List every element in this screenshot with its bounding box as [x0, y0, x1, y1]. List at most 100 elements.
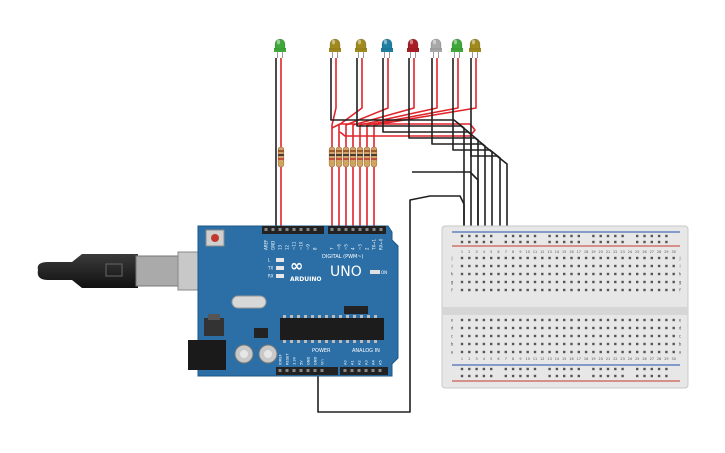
header-pin[interactable] [271, 228, 275, 231]
header-pin[interactable] [350, 369, 354, 372]
resistor[interactable] [356, 146, 364, 168]
led-7[interactable] [451, 38, 463, 58]
led-5[interactable] [407, 38, 419, 58]
wire-black[interactable] [470, 58, 508, 236]
analog-header-label: ANALOG IN [352, 348, 380, 354]
led-8[interactable] [469, 38, 481, 58]
column-number: 11 [533, 250, 537, 254]
row-letter: d [451, 326, 454, 331]
header-pin[interactable] [313, 369, 317, 372]
column-number: 29 [664, 250, 668, 254]
header-pin[interactable] [365, 228, 369, 231]
header-pin[interactable] [292, 228, 296, 231]
header-pin[interactable] [372, 228, 376, 231]
wire-black[interactable] [408, 58, 486, 236]
digital-header-right [328, 226, 386, 234]
header-pin[interactable] [379, 228, 383, 231]
header-pin[interactable] [320, 369, 324, 372]
column-number: 13 [547, 357, 551, 361]
header-pin[interactable] [313, 228, 317, 231]
board-brand: ARDUINO [290, 276, 321, 283]
wire-red[interactable] [366, 58, 459, 228]
column-number: 9 [519, 250, 521, 254]
pin-label: A5 [379, 360, 383, 365]
header-pin[interactable] [285, 369, 289, 372]
wire-black[interactable] [412, 171, 479, 236]
wire-black[interactable] [356, 58, 472, 236]
wire-black[interactable] [431, 58, 493, 236]
column-number: 20 [599, 250, 603, 254]
resistor[interactable] [370, 146, 378, 168]
header-pin[interactable] [264, 228, 268, 231]
led-4[interactable] [381, 38, 393, 58]
wire-black-ground-loop[interactable] [317, 195, 465, 413]
top-pins [264, 228, 383, 231]
column-number: 23 [620, 357, 624, 361]
header-pin[interactable] [306, 228, 310, 231]
column-number: 14 [555, 357, 559, 361]
row-letter: i [679, 264, 680, 269]
resistor[interactable] [328, 146, 336, 168]
resistor[interactable] [335, 146, 343, 168]
column-number: 7 [505, 250, 507, 254]
header-pin[interactable] [358, 228, 362, 231]
led-2[interactable] [329, 38, 341, 58]
header-pin[interactable] [351, 228, 355, 231]
pin-label: ~5 [344, 244, 349, 250]
column-number: 3 [476, 250, 478, 254]
pin-label: A3 [365, 360, 369, 365]
header-pin[interactable] [299, 228, 303, 231]
pin-label: 2 [365, 247, 370, 250]
voltage-regulator [204, 318, 224, 336]
header-pin[interactable] [344, 228, 348, 231]
wire-black[interactable] [452, 58, 501, 236]
header-pin[interactable] [299, 369, 303, 372]
column-number: 6 [497, 250, 499, 254]
resistor[interactable] [349, 146, 357, 168]
wire-red[interactable] [359, 58, 438, 228]
wires [275, 58, 508, 413]
header-pin[interactable] [292, 369, 296, 372]
header-pin[interactable] [364, 369, 368, 372]
column-number: 22 [613, 250, 617, 254]
breadboard-labels: 1122334455667788991010111112121313141415… [450, 250, 681, 361]
header-pin[interactable] [357, 369, 361, 372]
row-letter: e [679, 318, 682, 323]
bottom-pins [278, 369, 382, 372]
header-pin[interactable] [378, 369, 382, 372]
wire-black[interactable] [330, 58, 465, 236]
wire-black[interactable] [382, 58, 479, 236]
resistor[interactable] [342, 146, 350, 168]
header-pin[interactable] [278, 369, 282, 372]
led-1[interactable] [274, 38, 286, 58]
small-chip [254, 328, 268, 338]
led-6[interactable] [430, 38, 442, 58]
column-number: 3 [476, 357, 478, 361]
column-number: 24 [628, 250, 632, 254]
row-letter: b [451, 342, 454, 347]
column-number: 16 [569, 250, 573, 254]
header-pin[interactable] [306, 369, 310, 372]
header-pin[interactable] [337, 228, 341, 231]
wire-red[interactable] [331, 123, 476, 137]
pin-label: 8 [313, 247, 318, 250]
led-3[interactable] [355, 38, 367, 58]
header-pin[interactable] [343, 369, 347, 372]
header-pin[interactable] [278, 228, 282, 231]
header-pin[interactable] [371, 369, 375, 372]
pin-label: AREF [264, 239, 269, 250]
pin-label: 5V [300, 360, 304, 365]
column-number: 2 [468, 250, 470, 254]
wire-red[interactable] [338, 58, 363, 228]
resistor[interactable] [363, 146, 371, 168]
column-number: 2 [468, 357, 470, 361]
row-letter: f [451, 288, 453, 293]
column-number: 24 [628, 357, 632, 361]
resistor[interactable] [277, 146, 285, 168]
header-pin[interactable] [330, 228, 334, 231]
header-pin[interactable] [285, 228, 289, 231]
wire-red[interactable] [331, 58, 337, 228]
wire-red[interactable] [373, 58, 477, 228]
digital-header-label: DIGITAL (PWM~) [322, 254, 364, 260]
